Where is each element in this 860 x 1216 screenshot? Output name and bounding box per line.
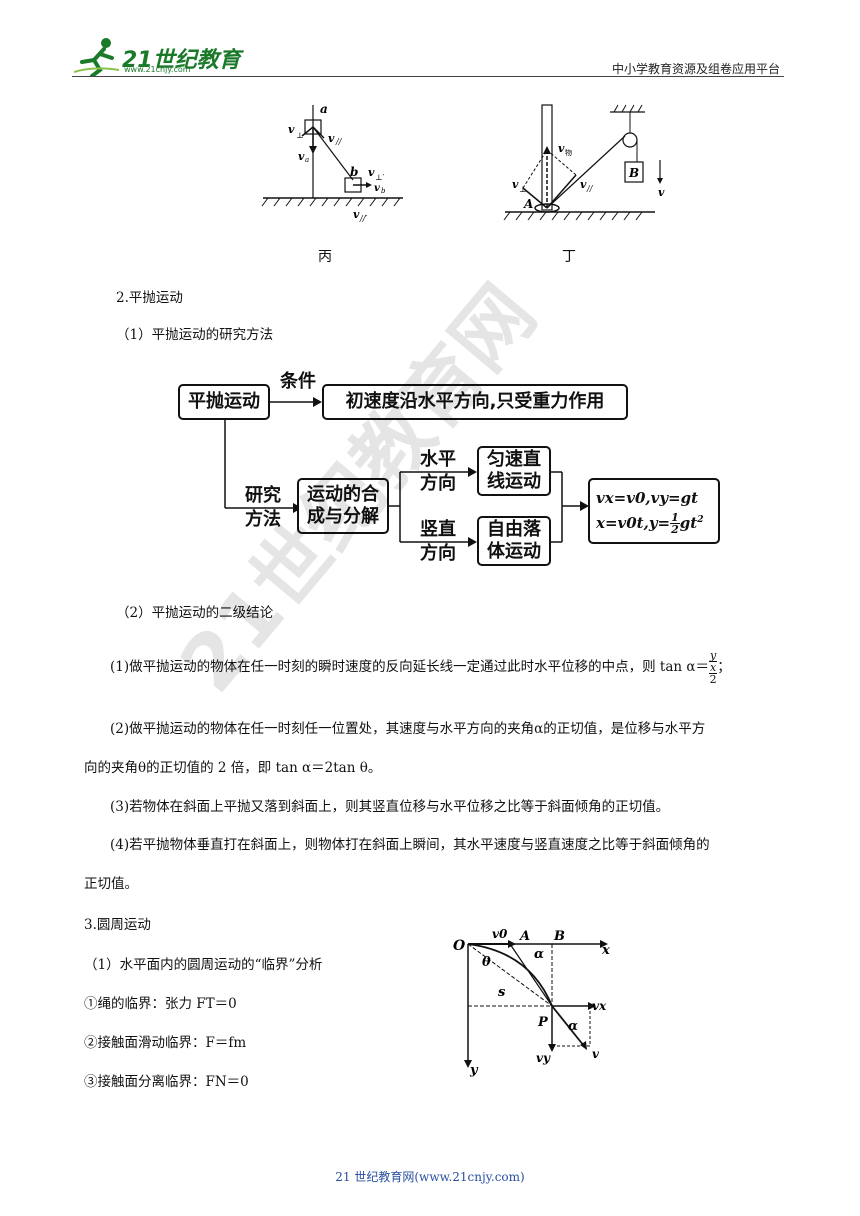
label-b: b	[350, 165, 358, 179]
svg-text:v: v	[658, 186, 665, 199]
flow-vertical-box: 自由落体运动	[477, 516, 551, 566]
svg-text:v: v	[288, 123, 295, 136]
platform-name: 中小学教育资源及组卷应用平台	[611, 62, 780, 76]
logo-subtitle: www.21cnjy.com	[124, 65, 191, 74]
svg-text:v: v	[580, 178, 587, 191]
conclusion-2a: (2)做平抛运动的物体在任一时刻任一位置处，其速度与水平方向的夹角α的正切值，是…	[110, 721, 706, 737]
svg-text:a: a	[305, 156, 309, 164]
flow-horizontal-label: 水平方向	[420, 449, 456, 494]
flow-condition-label: 条件	[280, 371, 316, 392]
svg-text:vy: vy	[536, 1051, 551, 1065]
svg-text:α: α	[568, 1019, 578, 1034]
svg-text:θ: θ	[482, 955, 491, 970]
svg-text:A: A	[518, 929, 530, 944]
svg-text://′: //′	[359, 214, 367, 223]
svg-text:O: O	[453, 938, 466, 954]
svg-text:P: P	[537, 1015, 549, 1030]
logo-text: 21世纪教育	[122, 48, 241, 73]
svg-text:B: B	[628, 166, 639, 180]
projectile-figure: O v0 A B x θ α s P α vx vy v y	[453, 927, 610, 1078]
item-rope: ①绳的临界：张力 FT＝0	[84, 996, 237, 1012]
item-slide: ②接触面滑动临界：F＝fm	[84, 1035, 247, 1051]
svg-text:⊥′: ⊥′	[375, 173, 385, 182]
flow-horizontal-box: 匀速直线运动	[477, 446, 551, 496]
conclusion-4b: 正切值。	[84, 876, 138, 892]
label-a: a	[320, 102, 328, 116]
svg-text:v: v	[592, 1047, 600, 1061]
svg-text:v: v	[353, 208, 360, 221]
svg-text:A: A	[523, 197, 533, 211]
section2-title: 2.平抛运动	[116, 290, 183, 306]
svg-text:s: s	[498, 985, 506, 1000]
conclusion-3: (3)若物体在斜面上平抛又落到斜面上，则其竖直位移与水平位移之比等于斜面倾角的正…	[110, 799, 670, 815]
svg-text:⊥: ⊥	[296, 131, 304, 140]
caption-ding: 丁	[562, 249, 576, 265]
svg-text://: //	[335, 137, 343, 146]
svg-text://: //	[586, 184, 594, 193]
svg-text:α: α	[534, 947, 544, 962]
svg-text:v: v	[512, 178, 519, 191]
caption-bing: 丙	[318, 249, 332, 265]
conclusion-2b: 向的夹角θ的正切值的 2 倍，即 tan α＝2tan θ。	[84, 760, 382, 776]
svg-text:v: v	[328, 132, 335, 145]
flow-start-box: 平抛运动	[178, 384, 270, 420]
logo-runner-icon	[74, 38, 120, 76]
svg-text:B: B	[553, 929, 565, 944]
svg-text:x: x	[601, 943, 610, 958]
footer-link[interactable]: 21 世纪教育网(www.21cnjy.com)	[335, 1170, 525, 1184]
flow-condition-box: 初速度沿水平方向,只受重力作用	[322, 384, 628, 420]
conclusion-1: (1)做平抛运动的物体在任一时刻的瞬时速度的反向延长线一定通过此时水平位移的中点…	[110, 649, 731, 686]
svg-text:⊥: ⊥	[519, 185, 527, 194]
svg-text:v: v	[298, 150, 305, 163]
flow-vertical-label: 竖直方向	[420, 519, 456, 564]
svg-text:vx: vx	[592, 999, 607, 1013]
svg-text:v0: v0	[492, 927, 508, 941]
flow-method-label: 研究方法	[245, 485, 281, 530]
flow-method-box: 运动的合成与分解	[297, 478, 389, 534]
conclusion-4a: (4)若平抛物体垂直打在斜面上，则物体打在斜面上瞬间，其水平速度与竖直速度之比等…	[110, 837, 710, 853]
section3-title: 3.圆周运动	[84, 917, 151, 933]
svg-text:b: b	[381, 187, 386, 195]
svg-text:v: v	[558, 142, 565, 155]
item-separate: ③接触面分离临界：FN＝0	[84, 1074, 249, 1090]
section2-sub2: （2）平抛运动的二级结论	[116, 605, 274, 621]
header-divider	[72, 76, 784, 77]
svg-text:物: 物	[565, 148, 572, 157]
svg-text:v: v	[374, 183, 380, 194]
figure-bing: a v ⊥ v // v a b v ⊥′ v b v //′	[261, 102, 403, 223]
flowchart-connectors	[224, 397, 589, 547]
svg-text:y: y	[469, 1063, 479, 1078]
section2-sub1: （1）平抛运动的研究方法	[116, 327, 274, 343]
svg-text:v: v	[368, 166, 375, 179]
figure-ding: B v v 物 A v ⊥ v //	[503, 104, 665, 221]
section3-sub1: （1）水平面内的圆周运动的“临界”分析	[84, 957, 323, 973]
flowchart: 平抛运动 条件 初速度沿水平方向,只受重力作用 研究方法 运动的合成与分解 水平…	[170, 366, 730, 566]
